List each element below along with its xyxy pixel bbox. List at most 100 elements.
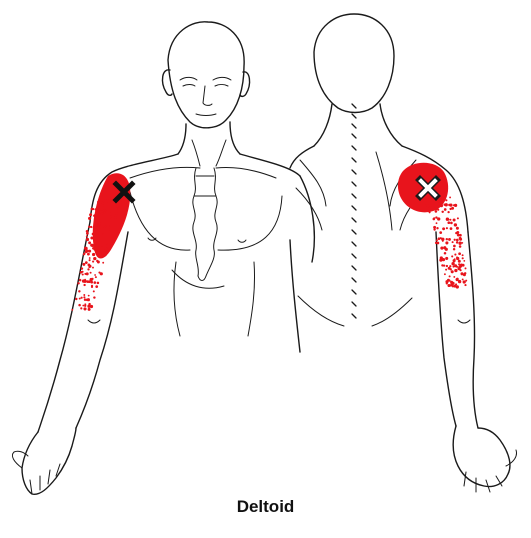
pain-dot [439,258,443,262]
pain-dot [80,267,84,270]
pain-dot [100,243,104,247]
pain-dot [93,296,96,299]
pain-dot [92,253,96,257]
pain-dot [445,241,449,245]
pain-dot [103,226,106,230]
pain-dot [83,283,86,287]
pain-dot [441,237,445,241]
pain-dot [89,213,93,217]
pain-dot [105,244,109,248]
pain-dot [99,272,103,276]
pain-dot [455,265,459,268]
back-head [313,13,395,114]
pain-dot [439,231,443,234]
pain-dot [94,274,97,276]
pain-dot [90,225,93,229]
pain-dot [78,303,81,307]
pain-dot [459,233,462,237]
pain-dot [455,285,458,288]
pain-dot [460,272,464,276]
pain-dot [443,252,447,255]
pain-dot [441,264,444,267]
pain-dot [449,203,453,207]
pain-dot [81,273,84,276]
pain-dot [94,276,97,279]
pain-dot [87,268,90,271]
pain-dot [428,206,431,209]
pain-dot [96,281,100,285]
pain-dot [93,281,97,284]
pain-dot [434,207,438,211]
pain-dot [85,272,89,276]
pain-dot [96,200,100,204]
pain-dot [93,256,97,261]
pain-dot [88,216,92,220]
pain-dot [437,217,441,221]
pain-dot [431,201,434,204]
pain-dot [465,279,468,282]
pain-dot [109,212,113,216]
pain-dot [458,265,462,269]
front-head [167,21,245,129]
pain-dot [447,266,451,270]
pain-dot [449,196,452,199]
pain-dot [92,244,96,248]
pain-dot [450,221,453,225]
pain-dot [99,211,102,214]
back-trigger-x-mark-icon [415,175,441,201]
pain-dot [86,232,89,235]
pain-dot [71,308,74,311]
pain-dot [451,262,455,266]
figure-caption: Deltoid [236,497,295,516]
pain-dot [437,201,440,204]
pain-dot [458,263,461,266]
back-view [289,13,517,493]
pain-dot [102,223,106,227]
pain-dot [105,242,108,245]
pain-dot [464,267,467,270]
pain-dot [83,252,86,255]
pain-dot [98,204,101,208]
pain-dot [102,261,105,264]
pain-dot [92,246,95,250]
front-view [11,21,316,495]
pain-dot [99,219,103,223]
pain-dot [445,217,450,221]
pain-dot [455,238,459,242]
pain-dot [435,216,438,219]
pain-dot [449,218,452,221]
pain-dot [463,260,466,262]
pain-dot [102,199,105,203]
pain-dot [114,211,118,215]
pain-dot [84,303,87,306]
pain-dot [103,210,106,214]
pain-dot [444,203,448,207]
pain-dot [423,201,427,205]
pain-dot [99,213,103,218]
pain-dot [87,304,91,308]
pain-dot [448,275,451,278]
pain-dot [88,241,92,245]
pain-dot [428,211,431,214]
pain-dot [88,225,91,228]
pain-dot [84,246,88,251]
pain-dot [441,239,444,242]
pain-dot [452,218,456,222]
pain-dot [95,229,98,232]
pain-dot [100,201,104,204]
pain-dot [453,238,456,241]
pain-dot [451,206,455,210]
pain-dot [85,235,88,238]
pain-dot [456,233,460,237]
pain-dot [455,231,458,235]
pain-dot [102,233,105,236]
pain-dot [461,278,464,281]
pain-dot [441,258,446,262]
pain-dot [95,285,99,288]
pain-dot [447,221,451,225]
pain-dot [450,282,454,287]
pain-dot [92,290,95,293]
pain-dot [104,247,108,251]
pain-dot [92,225,97,229]
pain-dot [458,245,462,248]
